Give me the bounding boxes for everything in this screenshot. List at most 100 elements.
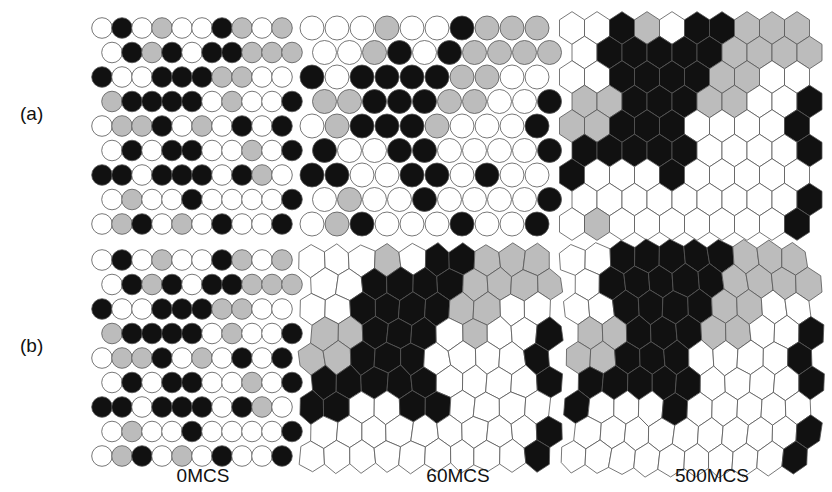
cell: [375, 163, 399, 187]
cell: [400, 163, 424, 187]
cell: [282, 372, 303, 393]
cell: [785, 208, 810, 241]
cell: [513, 139, 537, 163]
cell: [400, 212, 424, 236]
cell: [202, 274, 223, 295]
cell: [272, 250, 293, 271]
cell: [425, 212, 449, 236]
cell: [142, 140, 163, 161]
cell: [182, 140, 203, 161]
cell: [192, 446, 213, 467]
cell: [92, 116, 113, 137]
cell: [122, 91, 143, 112]
cell: [112, 67, 133, 88]
cell: [363, 90, 387, 114]
cell: [122, 42, 143, 63]
cell: [232, 446, 253, 467]
cell: [388, 41, 412, 65]
cell: [92, 348, 113, 369]
cell: [252, 250, 273, 271]
cell: [363, 188, 387, 212]
cell: [232, 299, 253, 320]
cell: [252, 299, 273, 320]
cell: [172, 250, 193, 271]
cell: [172, 165, 193, 186]
cell: [242, 274, 263, 295]
cell: [192, 250, 213, 271]
cell: [300, 163, 324, 187]
cell: [438, 188, 462, 212]
cell: [325, 16, 349, 40]
cell: [313, 90, 337, 114]
cell: [192, 214, 213, 235]
cell: [252, 348, 273, 369]
cell: [635, 208, 660, 241]
cell: [132, 165, 153, 186]
cell: [112, 250, 133, 271]
cell: [413, 41, 437, 65]
cell: [560, 208, 585, 241]
cell: [152, 18, 173, 39]
cell: [463, 41, 487, 65]
cell: [152, 299, 173, 320]
cell: [350, 16, 374, 40]
cell-panel: [92, 250, 303, 467]
cell: [585, 440, 612, 473]
cell: [282, 421, 303, 442]
cell: [500, 114, 524, 138]
cell: [92, 165, 113, 186]
cell: [242, 372, 263, 393]
cell: [202, 91, 223, 112]
cell: [162, 189, 183, 210]
cell: [102, 421, 123, 442]
cell: [252, 397, 273, 418]
cell: [172, 67, 193, 88]
cell: [735, 208, 760, 241]
cell: [92, 18, 113, 39]
cell: [338, 90, 362, 114]
cell: [272, 67, 293, 88]
cell: [222, 91, 243, 112]
cell: [262, 323, 283, 344]
cell: [425, 163, 449, 187]
cell: [212, 116, 233, 137]
cell: [375, 114, 399, 138]
cell: [212, 165, 233, 186]
cell: [242, 91, 263, 112]
cell: [132, 446, 153, 467]
cell: [202, 189, 223, 210]
cell: [475, 212, 499, 236]
cell: [463, 90, 487, 114]
column-label: 500MCS: [675, 466, 749, 487]
cell: [350, 212, 374, 236]
cell: [162, 421, 183, 442]
cell: [132, 299, 153, 320]
cell: [222, 189, 243, 210]
cell: [272, 165, 293, 186]
cell: [162, 42, 183, 63]
cell: [152, 348, 173, 369]
cell: [325, 212, 349, 236]
cell-panel: [559, 239, 824, 478]
cell: [212, 299, 233, 320]
cell: [525, 163, 549, 187]
cell: [300, 16, 324, 40]
cell: [222, 274, 243, 295]
cell: [300, 212, 324, 236]
cell-panel: [560, 12, 823, 241]
cell: [102, 91, 123, 112]
cell: [488, 139, 512, 163]
cell-panel: [92, 18, 303, 235]
cell: [375, 65, 399, 89]
cell: [182, 91, 203, 112]
cell: [92, 397, 113, 418]
cell: [262, 274, 283, 295]
cell: [102, 140, 123, 161]
cell: [242, 140, 263, 161]
cell: [313, 139, 337, 163]
cell: [132, 67, 153, 88]
cell: [232, 397, 253, 418]
cell: [388, 188, 412, 212]
cell: [525, 65, 549, 89]
cell: [324, 440, 350, 473]
